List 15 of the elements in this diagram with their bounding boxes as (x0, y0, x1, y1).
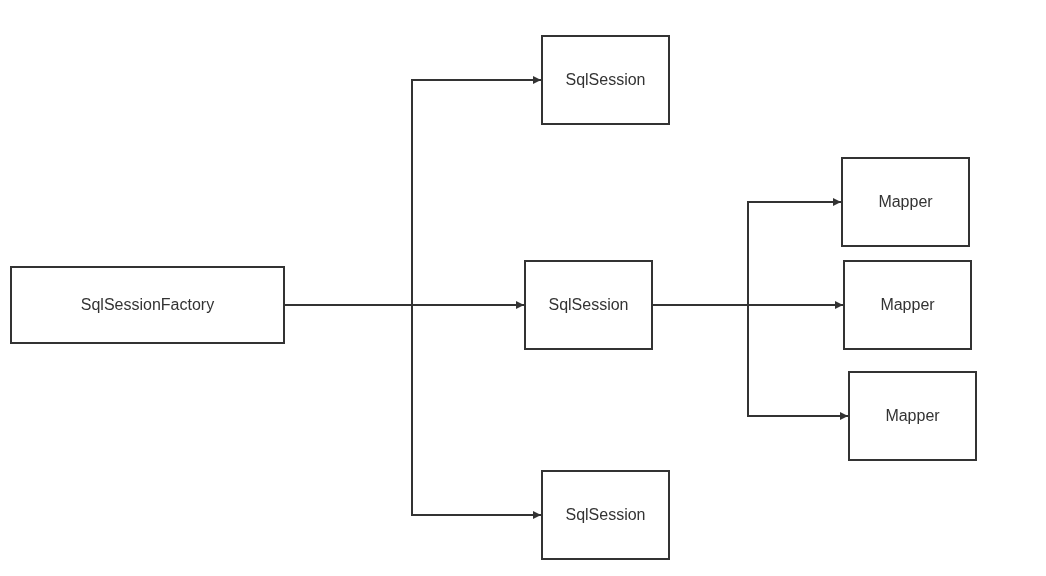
box-label: Mapper (880, 296, 935, 314)
process-box (843, 260, 972, 350)
box-label: SqlSession (548, 296, 629, 314)
box-label: Mapper (878, 193, 933, 211)
process-box (841, 157, 970, 247)
arrow (652, 304, 849, 420)
process-box (541, 470, 670, 560)
process-box (541, 35, 670, 125)
process-box (848, 371, 977, 461)
box-label: SqlSessionFactory (80, 296, 215, 314)
box-label: SqlSession (565, 71, 646, 89)
process-box (10, 266, 285, 344)
box-label: Mapper (885, 407, 940, 425)
box-label: SqlSession (565, 506, 646, 524)
process-box (524, 260, 653, 350)
